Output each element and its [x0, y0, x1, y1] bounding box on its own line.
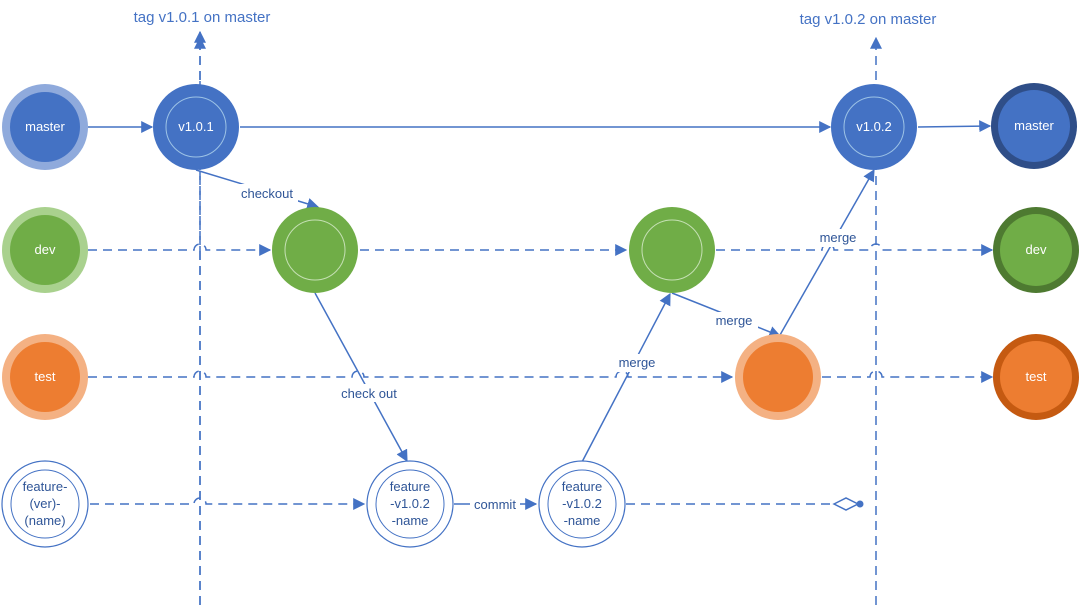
node-feature-commit-2: feature -v1.0.2 -name — [538, 460, 626, 548]
node-dev-commit-1 — [272, 207, 358, 293]
node-feature-start-line1: feature- — [23, 479, 68, 494]
edge-label-merge-test-master: merge — [820, 230, 857, 245]
node-master-end-label: master — [1014, 118, 1054, 133]
tag-label-v101: tag v1.0.1 on master — [134, 9, 271, 26]
node-feature-commit-1-line3: -name — [392, 513, 429, 528]
node-master-end: master — [991, 83, 1077, 169]
node-dev-end: dev — [993, 207, 1079, 293]
edge-label-commit: commit — [474, 497, 516, 512]
edge-v102-to-master-end — [917, 120, 992, 133]
edge-check-out — [314, 292, 408, 463]
edge-merge-feature-to-dev — [581, 292, 671, 463]
edge-test-commit-to-test-end — [822, 370, 994, 383]
edge-label-checkout-group: checkout — [236, 184, 298, 202]
node-feature-start-line3: (name) — [24, 513, 65, 528]
feature-end-dot — [856, 500, 864, 508]
node-feature-commit-2-line3: -name — [564, 513, 601, 528]
edge-label-check-out: check out — [341, 386, 397, 401]
node-dev-start: dev — [2, 207, 88, 293]
node-test-end-label: test — [1026, 369, 1047, 384]
node-dev-start-label: dev — [35, 242, 56, 257]
edge-feature-to-feature-commit-1 — [90, 497, 366, 510]
node-dev-end-label: dev — [1026, 242, 1047, 257]
node-feature-start-line2: (ver)- — [29, 496, 60, 511]
edge-label-merge-dev-test-group: merge — [710, 312, 758, 330]
node-v102: v1.0.2 — [831, 84, 917, 170]
node-test-commit — [735, 334, 821, 420]
node-v101-label: v1.0.1 — [178, 119, 213, 134]
node-test-start: test — [2, 334, 88, 420]
edge-label-merge-feature-dev: merge — [619, 355, 656, 370]
node-feature-commit-2-line1: feature — [562, 479, 602, 494]
node-feature-commit-1-line2: -v1.0.2 — [390, 496, 430, 511]
edge-dev-to-dev-commit-1 — [88, 243, 272, 256]
node-feature-commit-1-line1: feature — [390, 479, 430, 494]
node-v102-label: v1.0.2 — [856, 119, 891, 134]
edge-label-merge-dev-test: merge — [716, 313, 753, 328]
edge-label-checkout: checkout — [241, 186, 293, 201]
edge-label-commit-group: commit — [470, 495, 520, 513]
feature-end-diamond — [832, 497, 860, 511]
edge-label-merge-feature-dev-group: merge — [614, 354, 660, 372]
node-test-start-label: test — [35, 369, 56, 384]
node-dev-commit-2 — [629, 207, 715, 293]
node-feature-start: feature- (ver)- (name) — [1, 460, 89, 548]
node-master-start-label: master — [25, 119, 65, 134]
edge-label-check-out-group: check out — [334, 384, 404, 402]
tag-label-v102: tag v1.0.2 on master — [800, 11, 937, 28]
node-master-start: master — [2, 84, 88, 170]
node-feature-commit-2-line2: -v1.0.2 — [562, 496, 602, 511]
edge-label-merge-test-master-group: merge — [814, 229, 862, 247]
edge-merge-test-to-master — [779, 168, 875, 336]
node-feature-commit-1: feature -v1.0.2 -name — [366, 460, 454, 548]
node-v101: v1.0.1 — [153, 84, 239, 170]
node-test-end: test — [993, 334, 1079, 420]
